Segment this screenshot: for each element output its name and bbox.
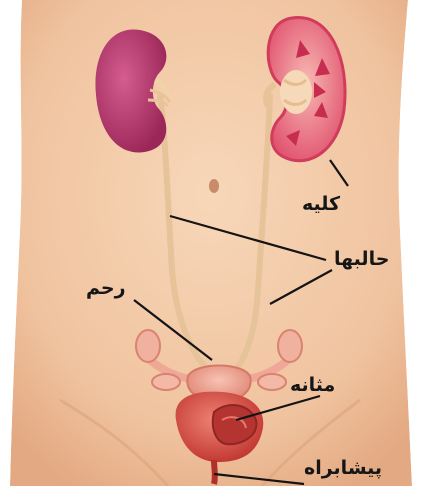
- urethra-label: پیشابراه: [304, 457, 382, 479]
- ureters-label: حالبها: [334, 248, 389, 270]
- navel: [209, 179, 219, 193]
- kidney-label: کلیه: [302, 193, 340, 215]
- uterus-label: رحم: [86, 277, 126, 299]
- bladder-label: مثانه: [290, 374, 335, 396]
